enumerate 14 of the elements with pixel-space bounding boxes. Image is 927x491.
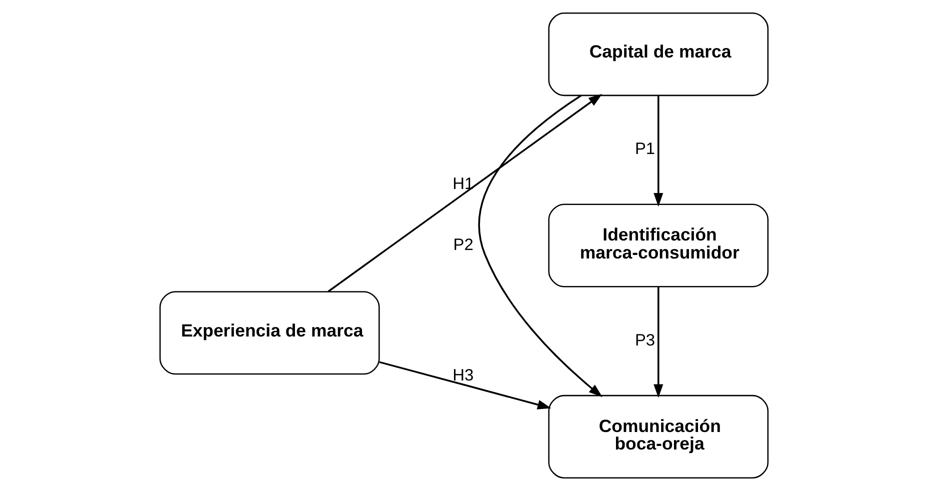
arrow bbox=[653, 286, 663, 398]
edge-label: H1 bbox=[452, 175, 474, 194]
node-box: Comunicación boca-oreja bbox=[548, 394, 768, 479]
edge-label: P2 bbox=[452, 236, 473, 254]
edge-label: P3 bbox=[634, 331, 655, 350]
edge-label: P1 bbox=[634, 140, 655, 158]
arrow bbox=[378, 361, 551, 410]
node-box: Identificación marca-consumidor bbox=[548, 204, 768, 288]
arrow bbox=[478, 94, 602, 398]
node-box: Experiencia de marca bbox=[158, 291, 380, 375]
arrow bbox=[653, 96, 663, 207]
node-box: Capital de marca bbox=[548, 12, 768, 96]
edge-label: H3 bbox=[452, 366, 474, 384]
arrow bbox=[327, 94, 602, 292]
